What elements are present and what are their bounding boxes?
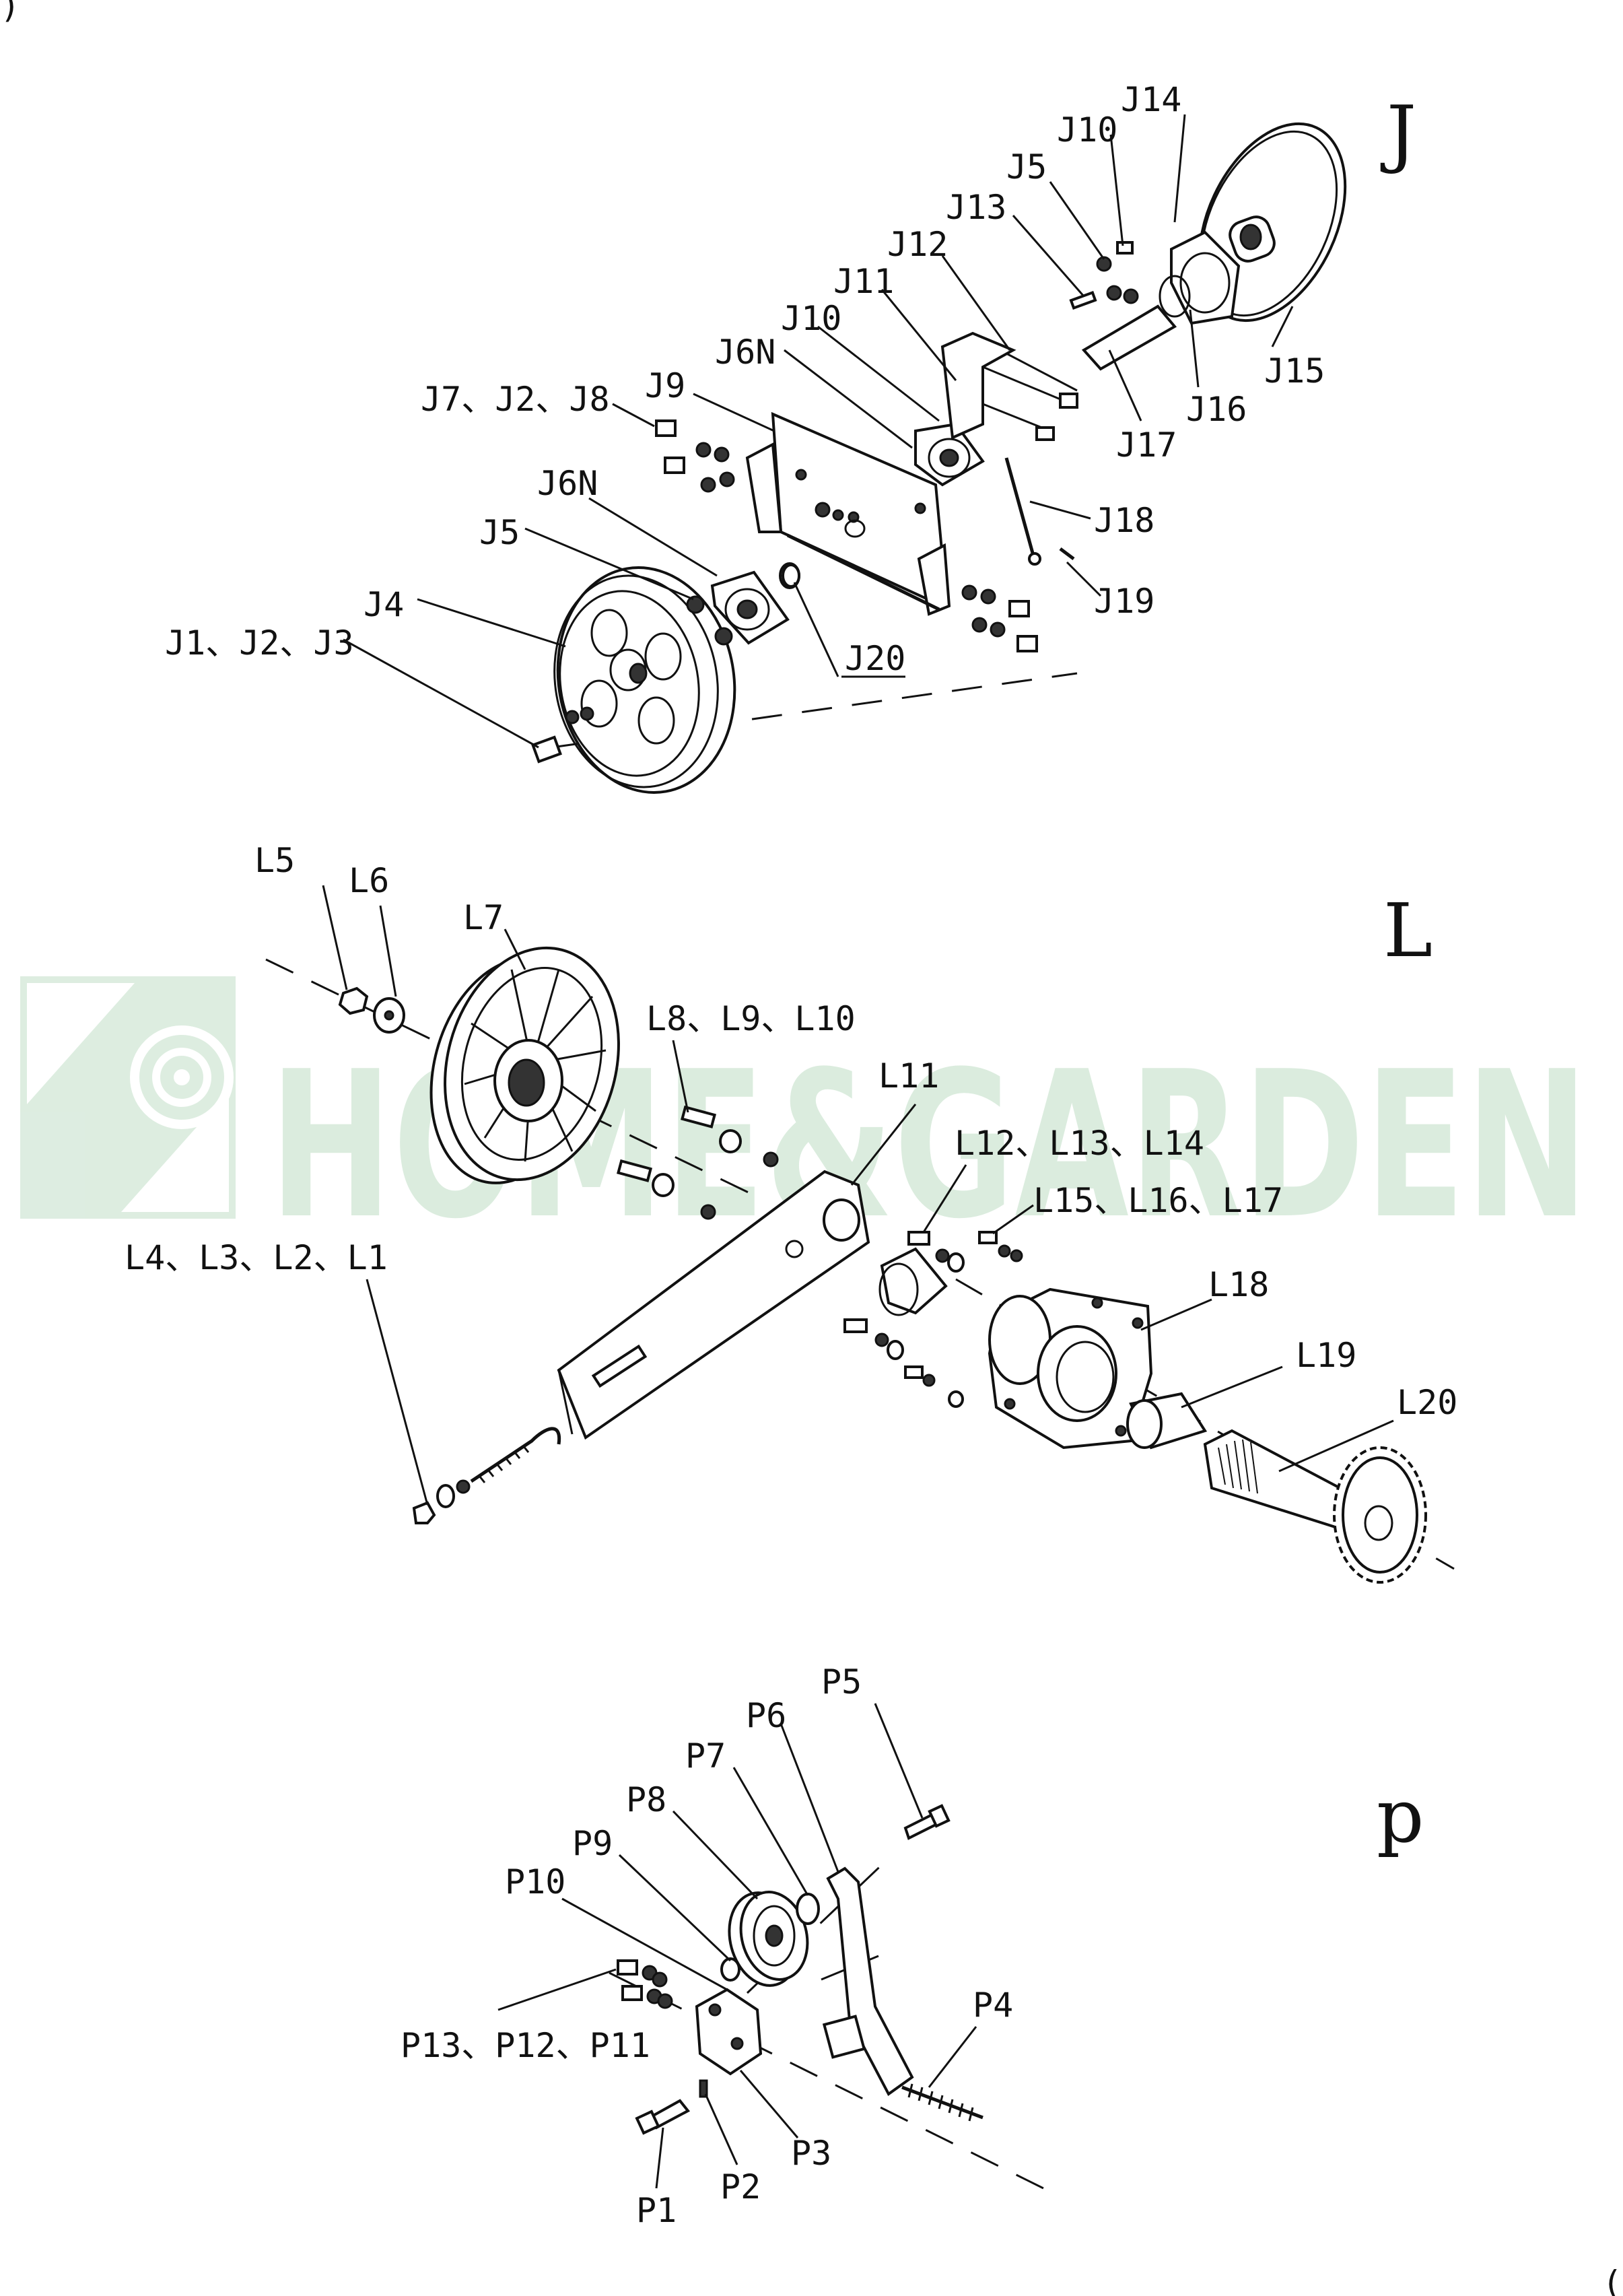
label-l12-l13-l14: L12、L13、L14 bbox=[955, 1124, 1204, 1163]
label-p8: P8 bbox=[626, 1780, 666, 1819]
p4-spring bbox=[901, 2083, 983, 2122]
label-j10-b: J10 bbox=[781, 299, 841, 338]
label-j15: J15 bbox=[1264, 351, 1325, 391]
j9-mounting-plate bbox=[745, 411, 951, 616]
l11-swing-arm bbox=[557, 1170, 870, 1440]
p9-washer bbox=[720, 1957, 740, 1982]
p5-bolt bbox=[903, 1804, 951, 1840]
l8-bolts bbox=[617, 1105, 779, 1220]
label-j14: J14 bbox=[1121, 80, 1181, 119]
label-j20: J20 bbox=[845, 639, 905, 678]
label-p9: P9 bbox=[572, 1824, 613, 1863]
p7-spacer bbox=[796, 1893, 820, 1925]
label-j5-a: J5 bbox=[1006, 147, 1047, 187]
label-j19: J19 bbox=[1094, 582, 1154, 621]
label-j18: J18 bbox=[1094, 501, 1154, 540]
section-l: L bbox=[125, 841, 1457, 1584]
section-letter-j: J bbox=[1380, 90, 1416, 176]
label-p6: P6 bbox=[746, 1696, 786, 1735]
l7-hub-wheel bbox=[429, 946, 620, 1184]
label-p2: P2 bbox=[720, 2167, 761, 2206]
label-l18: L18 bbox=[1208, 1265, 1269, 1304]
p3-bracket bbox=[695, 1988, 763, 2076]
p11-p13-bolts bbox=[617, 1959, 673, 2009]
label-j5-b: J5 bbox=[479, 513, 520, 552]
j-labels: J14 J10 J5 J13 J12 J11 J10 J6N J9 J7、J2、… bbox=[165, 80, 1325, 678]
label-l11: L11 bbox=[878, 1056, 939, 1095]
label-j13: J13 bbox=[946, 188, 1006, 227]
label-p5: P5 bbox=[821, 1662, 862, 1701]
label-j6n-a: J6N bbox=[715, 333, 775, 372]
l12-l17-bushings bbox=[843, 1231, 1023, 1408]
label-l15-l16-l17: L15、L16、L17 bbox=[1033, 1181, 1283, 1220]
label-j6n-b: J6N bbox=[537, 464, 598, 503]
section-letter-p: p bbox=[1377, 1773, 1424, 1859]
p-leader-lines bbox=[497, 1703, 977, 2189]
label-j17: J17 bbox=[1116, 426, 1177, 465]
label-j16: J16 bbox=[1186, 390, 1247, 429]
label-l4-l3-l2-l1: L4、L3、L2、L1 bbox=[125, 1238, 388, 1277]
section-j: J bbox=[165, 80, 1416, 794]
label-p3: P3 bbox=[791, 2134, 831, 2173]
section-letter-l: L bbox=[1383, 887, 1432, 974]
label-j11: J11 bbox=[833, 262, 894, 301]
label-l19: L19 bbox=[1296, 1336, 1356, 1375]
l18-flange-housing bbox=[988, 1287, 1153, 1450]
l-leader-lines bbox=[322, 885, 1394, 1506]
j20-washer bbox=[782, 564, 800, 588]
p6-lever-arm bbox=[822, 1866, 914, 2096]
watermark-logo-icon bbox=[20, 976, 236, 1219]
label-l7: L7 bbox=[463, 898, 504, 937]
p-labels: P5 P6 P7 P8 P9 P10 P13、P12、P11 P4 P1 P2 … bbox=[401, 1662, 1013, 2230]
j16-flange bbox=[1159, 230, 1241, 325]
label-j9: J9 bbox=[645, 366, 685, 405]
label-l8-l9-l10: L8、L9、L10 bbox=[646, 999, 856, 1038]
l-labels: L5 L6 L7 L8、L9、L10 L11 L12、L13、L14 L15、L… bbox=[125, 841, 1457, 1422]
l5-nut-l6-washer bbox=[338, 986, 405, 1034]
p1-bolt-p2-pin bbox=[635, 2079, 708, 2135]
label-j12: J12 bbox=[887, 225, 948, 264]
label-j10-a: J10 bbox=[1057, 110, 1117, 149]
label-p13-p12-p11: P13、P12、P11 bbox=[401, 2026, 650, 2065]
j7-bolts bbox=[655, 419, 1038, 652]
l1-l4-spring-bolt bbox=[412, 1427, 561, 1524]
label-l20: L20 bbox=[1397, 1383, 1457, 1422]
label-p10: P10 bbox=[505, 1862, 565, 1901]
j6n-bearing-upper bbox=[914, 422, 985, 487]
label-j4: J4 bbox=[364, 585, 404, 624]
corner-mark-top-left: ) bbox=[0, 0, 20, 26]
label-j1-j2-j3: J1、J2、J3 bbox=[165, 623, 354, 663]
j17-shaft bbox=[1069, 241, 1177, 371]
section-p: p bbox=[401, 1662, 1424, 2230]
j4-pulley bbox=[553, 566, 736, 794]
j18-rod bbox=[1004, 457, 1075, 566]
j1-bolt bbox=[531, 706, 594, 764]
label-p4: P4 bbox=[973, 1986, 1013, 2025]
label-l6: L6 bbox=[349, 861, 389, 900]
label-j7-j2-j8: J7、J2、J8 bbox=[421, 380, 610, 419]
label-p7: P7 bbox=[685, 1736, 726, 1776]
corner-mark-bottom-right: ( bbox=[1602, 2264, 1622, 2296]
label-p1: P1 bbox=[636, 2191, 677, 2230]
j11-j12-bracket bbox=[940, 331, 1078, 441]
l19-sleeve bbox=[1126, 1392, 1208, 1450]
l20-sprocket-shaft bbox=[1203, 1429, 1427, 1584]
label-l5: L5 bbox=[254, 841, 295, 880]
j-leader-lines bbox=[343, 114, 1294, 749]
